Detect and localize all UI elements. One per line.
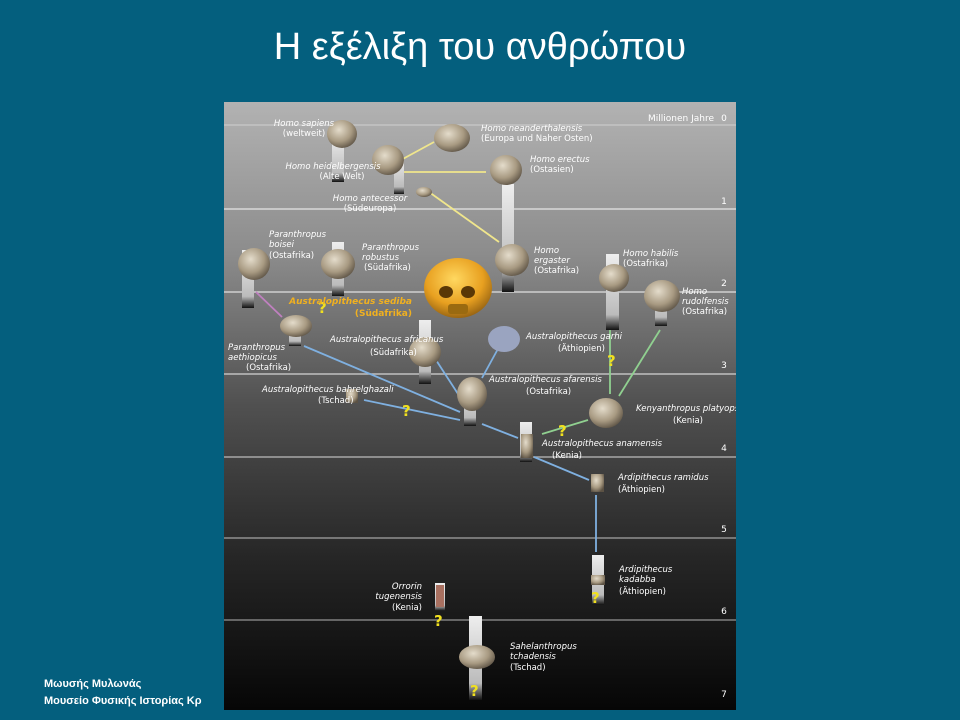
bar-homo-heidelbergensis — [394, 158, 404, 194]
uncertain-link-markers: ? ? ? ? ? ? ? — [318, 299, 616, 700]
species-region: (Südeuropa) — [344, 204, 397, 214]
species-region: (Südafrika) — [370, 348, 417, 358]
paranthropus-lineage-line — [255, 291, 283, 318]
skull-homo-neanderthalensis — [434, 124, 470, 152]
skull-paranthropus-robustus — [321, 249, 355, 279]
species-name: Homo habilis — [623, 249, 679, 259]
slide-title: Η εξέλιξη του ανθρώπου — [273, 26, 687, 68]
species-name: Australopithecus afarensis — [488, 375, 602, 385]
fossil-orrorin — [436, 585, 444, 607]
skull-homo-sapiens — [327, 120, 357, 148]
question-marker: ? — [607, 352, 616, 370]
species-region: (Äthiopien) — [558, 343, 605, 354]
tick-label: 4 — [721, 444, 727, 454]
species-name: Homo erectus — [530, 155, 590, 165]
species-region-highlight: (Südafrika) — [355, 309, 412, 319]
fossil-australopithecus-bahrelghazali — [346, 389, 358, 403]
skull-paranthropus-boisei — [238, 248, 270, 280]
skull-homo-heidelbergensis — [372, 145, 404, 175]
fossil-skulls — [238, 120, 680, 669]
species-region: (Kenia) — [552, 451, 582, 461]
tick-label: 1 — [721, 197, 727, 207]
species-name: Kenyanthropus platyops — [636, 404, 736, 414]
species-region: (Südafrika) — [364, 263, 411, 273]
skull-paranthropus-aethiopicus — [280, 315, 312, 337]
tick-label: 5 — [721, 525, 727, 535]
species-labels: Homo sapiens (weltweit) Homo neanderthal… — [228, 119, 736, 673]
species-name: Homo neanderthalensis — [481, 124, 583, 134]
question-marker: ? — [591, 589, 600, 607]
fossil-ardipithecus-kadabba — [591, 575, 605, 585]
species-name: Australopithecus bahrelghazali — [261, 385, 394, 395]
species-name: Australopithecus africanus — [329, 335, 444, 345]
tick-label: 6 — [721, 607, 727, 617]
species-region: (Tschad) — [510, 663, 546, 673]
skull-australopithecus-afarensis — [457, 377, 487, 411]
species-name: Australopithecus garhi — [525, 332, 623, 342]
tick-label: 7 — [721, 690, 727, 700]
skull-australopithecus-africanus — [409, 337, 441, 367]
species-region: (Kenia) — [392, 603, 422, 613]
australopith-lineage-lines — [303, 345, 597, 552]
species-region: (Ostafrika) — [623, 259, 668, 269]
species-name: Homo antecessor — [333, 194, 408, 204]
tick-label: 2 — [721, 279, 727, 289]
species-region: (Kenia) — [673, 416, 703, 426]
skull-australopithecus-garhi — [488, 326, 520, 352]
species-region: (Äthiopien) — [618, 484, 665, 495]
species-region: (weltweit) — [283, 129, 325, 139]
footer-institution: Μουσείο Φυσικής Ιστορίας Κρ — [44, 695, 202, 707]
kenyanthropus-lineage-lines — [541, 329, 661, 435]
axis-label: Millionen Jahre — [648, 114, 714, 124]
species-region: (Ostafrika) — [534, 266, 579, 276]
hominin-evolution-chart: Millionen Jahre 0 1 2 3 4 5 6 7 — [224, 102, 736, 710]
species-name: Ardipithecus ramidus — [617, 473, 709, 483]
skull-sahelanthropus — [459, 645, 495, 669]
footer-author: Μωυσής Μυλωνάς — [44, 678, 142, 690]
species-name: Homo heidelbergensis — [285, 162, 381, 172]
species-region: (Ostafrika) — [682, 307, 727, 317]
species-region: (Alte Welt) — [320, 172, 365, 182]
question-marker: ? — [434, 612, 443, 630]
skull-kenyanthropus-platyops — [589, 398, 623, 428]
species-region: (Ostafrika) — [246, 363, 291, 373]
skull-homo-habilis — [599, 264, 629, 292]
fossil-australopithecus-anamensis — [521, 434, 533, 458]
fossil-homo-antecessor — [416, 187, 432, 197]
species-region: (Tschad) — [318, 396, 354, 406]
question-marker: ? — [318, 299, 327, 317]
question-marker: ? — [470, 682, 479, 700]
skull-homo-erectus — [490, 155, 522, 185]
species-region: (Äthiopien) — [619, 586, 666, 597]
skull-homo-ergaster — [495, 244, 529, 276]
question-marker: ? — [558, 422, 567, 440]
species-region: (Europa und Naher Osten) — [481, 134, 593, 144]
species-region: (Ostasien) — [530, 165, 574, 175]
fossil-ardipithecus-ramidus — [591, 474, 604, 492]
question-marker: ? — [402, 402, 411, 420]
tick-label: 3 — [721, 361, 727, 371]
species-name-highlight: Australopithecus sediba — [288, 297, 412, 307]
skull-australopithecus-sediba — [424, 258, 492, 318]
species-name: Australopithecus anamensis — [541, 439, 663, 449]
skull-homo-rudolfensis — [644, 280, 680, 312]
species-name: Homo sapiens — [274, 119, 335, 129]
species-region: (Ostafrika) — [526, 387, 571, 397]
tick-label: 0 — [721, 114, 727, 124]
species-region: (Ostafrika) — [269, 251, 314, 261]
